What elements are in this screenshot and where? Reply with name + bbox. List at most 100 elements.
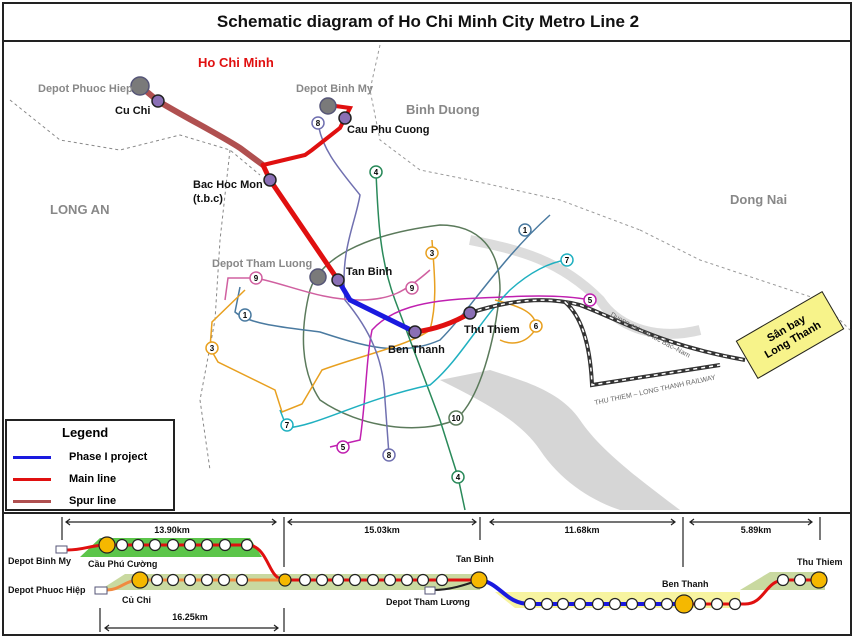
- station: [540, 597, 554, 611]
- distance-15-03: 15.03km: [364, 525, 400, 535]
- other-metro-lines: [209, 122, 591, 511]
- line-badge-6: 6: [529, 319, 543, 333]
- station: [200, 538, 214, 552]
- metro-line-7: [279, 259, 568, 429]
- station-major: [674, 594, 694, 614]
- depot-tham-luong-marker: [309, 268, 327, 286]
- station: [115, 538, 129, 552]
- schematic-depot-binh-my: Depot Binh My: [8, 556, 71, 566]
- metro-line-8: [317, 122, 390, 456]
- svg-text:5: 5: [588, 296, 593, 305]
- line-badges: 1 1 3 3 4 4 5 5 6 7 7 8 8 9 9 10: [205, 116, 597, 484]
- station: [131, 538, 145, 552]
- schematic-thu-thiem: Thu Thiem: [797, 557, 843, 567]
- station-major: [98, 536, 116, 554]
- station: [315, 573, 329, 587]
- metro-line-5: [329, 295, 591, 448]
- distance-11-68: 11.68km: [564, 525, 599, 535]
- svg-text:8: 8: [387, 451, 392, 460]
- depot-tham-luong-box: [424, 586, 436, 595]
- svg-text:7: 7: [565, 256, 570, 265]
- depot-binh-my-marker: [319, 97, 337, 115]
- station-major: [131, 571, 149, 589]
- line-badge-3: 3: [425, 246, 439, 260]
- station: [166, 538, 180, 552]
- station: [416, 573, 430, 587]
- station: [400, 573, 414, 587]
- thu-thiem-label: Thu Thiem: [464, 324, 520, 336]
- svg-text:10: 10: [452, 414, 461, 423]
- schematic-cau-phu-cuong: Cầu Phú Cường: [88, 559, 157, 569]
- region-dong-nai: Dong Nai: [730, 192, 787, 207]
- map-labels: Ho Chi Minh Binh Duong LONG AN Dong Nai …: [38, 55, 787, 356]
- depot-phuoc-hiep-box: [94, 586, 108, 595]
- station: [383, 573, 397, 587]
- station: [776, 573, 790, 587]
- station: [217, 573, 231, 587]
- station: [200, 573, 214, 587]
- distance-13-90: 13.90km: [154, 525, 190, 535]
- station: [793, 573, 807, 587]
- station-major: [810, 571, 828, 589]
- legend-label: Phase I project: [69, 451, 148, 463]
- line-badge-9: 9: [249, 271, 263, 285]
- svg-text:7: 7: [285, 421, 290, 430]
- line-badge-4: 4: [451, 470, 465, 484]
- region-binh-duong: Binh Duong: [406, 102, 480, 117]
- svg-text:4: 4: [374, 168, 379, 177]
- svg-text:3: 3: [430, 249, 435, 258]
- line-badge-5: 5: [583, 293, 597, 307]
- region-ho-chi-minh: Ho Chi Minh: [198, 55, 274, 70]
- main-line-branch: [261, 103, 354, 167]
- diagram-title: Schematic diagram of Ho Chi Minh City Me…: [4, 4, 852, 42]
- line-badge-8: 8: [382, 448, 396, 462]
- station-cu-chi: [151, 94, 165, 108]
- station: [166, 573, 180, 587]
- station: [331, 573, 345, 587]
- legend-item-phase1: Phase I project: [13, 451, 147, 463]
- legend-label: Main line: [69, 473, 117, 485]
- line-2: [137, 83, 473, 335]
- svg-text:6: 6: [534, 322, 539, 331]
- station: [183, 573, 197, 587]
- legend-swatch: [13, 455, 51, 459]
- depot-phuoc-hiep-label: Depot Phuoc Hiep: [38, 83, 133, 95]
- line-badge-4: 4: [369, 165, 383, 179]
- line-badge-8: 8: [311, 116, 325, 130]
- distance-16-25: 16.25km: [172, 612, 208, 622]
- station-ben-thanh: [408, 325, 422, 339]
- svg-text:1: 1: [523, 226, 528, 235]
- legend-label: Spur line: [69, 495, 117, 507]
- svg-text:4: 4: [456, 473, 461, 482]
- station-cau-phu-cuong: [338, 111, 352, 125]
- tan-binh-label: Tan Binh: [346, 266, 393, 278]
- legend-swatch: [13, 499, 51, 503]
- depot-binh-my-box: [55, 545, 68, 554]
- svg-text:5: 5: [341, 443, 346, 452]
- bac-hoc-mon-note: (t.b.c): [193, 193, 223, 205]
- metro-line-4: [375, 171, 466, 511]
- station: [348, 573, 362, 587]
- schematic-ben-thanh: Ben Thanh: [662, 579, 709, 589]
- station: [728, 597, 742, 611]
- svg-text:9: 9: [410, 284, 415, 293]
- station-junction: [278, 573, 292, 587]
- line-badge-3: 3: [205, 341, 219, 355]
- station: [298, 573, 312, 587]
- station: [366, 573, 380, 587]
- schematic-tan-binh: Tan Binh: [456, 554, 494, 564]
- station: [523, 597, 537, 611]
- svg-text:1: 1: [243, 311, 248, 320]
- schematic-strip: 13.90km 15.03km 11.68km 5.89km 16.25km D…: [4, 512, 852, 632]
- station: [573, 597, 587, 611]
- region-long-an: LONG AN: [50, 202, 109, 217]
- legend-title: Legend: [62, 425, 109, 440]
- metro-line-3: [209, 239, 436, 413]
- station: [150, 573, 164, 587]
- station: [591, 597, 605, 611]
- station: [660, 597, 674, 611]
- ben-thanh-label: Ben Thanh: [388, 344, 445, 356]
- station: [625, 597, 639, 611]
- bac-hoc-mon-label: Bac Hoc Mon: [193, 179, 263, 191]
